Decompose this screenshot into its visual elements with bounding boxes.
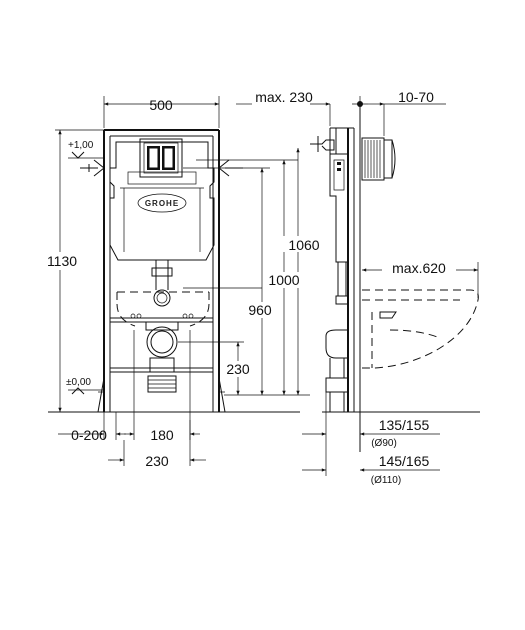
dim-drain-90: 135/155 — [379, 417, 430, 433]
dim-frame-width: 500 — [149, 97, 173, 113]
dim-drain-110: 145/165 — [379, 453, 430, 469]
flush-plate — [139, 138, 183, 178]
flush-plate-side — [361, 137, 396, 181]
brand-logo: GROHE — [137, 193, 187, 213]
bowl-outline-side — [362, 289, 479, 369]
dim-bowl-projection: max.620 — [392, 260, 446, 276]
drain-outlet — [145, 321, 179, 393]
frame-right-foot — [207, 377, 226, 413]
frame-left-foot — [97, 377, 116, 413]
dim-flush-1060: 1060 — [288, 237, 319, 253]
level-top-label: +1,00 — [68, 140, 94, 151]
side-view: max. 230 10-70 max.620 135/155 (Ø90) 145… — [236, 89, 480, 486]
front-view: GROHE 500 — [46, 96, 320, 469]
dim-drain-90-diameter: (Ø90) — [371, 438, 397, 449]
dim-depth-max: max. 230 — [255, 89, 313, 105]
level-floor-label: ±0,00 — [66, 377, 91, 388]
dim-foot-spacing: 230 — [145, 453, 169, 469]
svg-text:GROHE: GROHE — [145, 199, 179, 208]
dim-bolt-spacing: 180 — [150, 427, 174, 443]
dim-drain-110-diameter: (Ø110) — [371, 475, 401, 486]
dim-floor-offset: 0-200 — [71, 427, 107, 443]
dim-total-height: 1130 — [47, 253, 77, 269]
bowl-outline-front — [116, 291, 210, 327]
dim-drain-height: 960 — [248, 302, 272, 318]
dim-flush-1000: 1000 — [268, 272, 299, 288]
dim-plate-thickness: 10-70 — [398, 89, 434, 105]
dim-outlet-height: 230 — [226, 361, 250, 377]
